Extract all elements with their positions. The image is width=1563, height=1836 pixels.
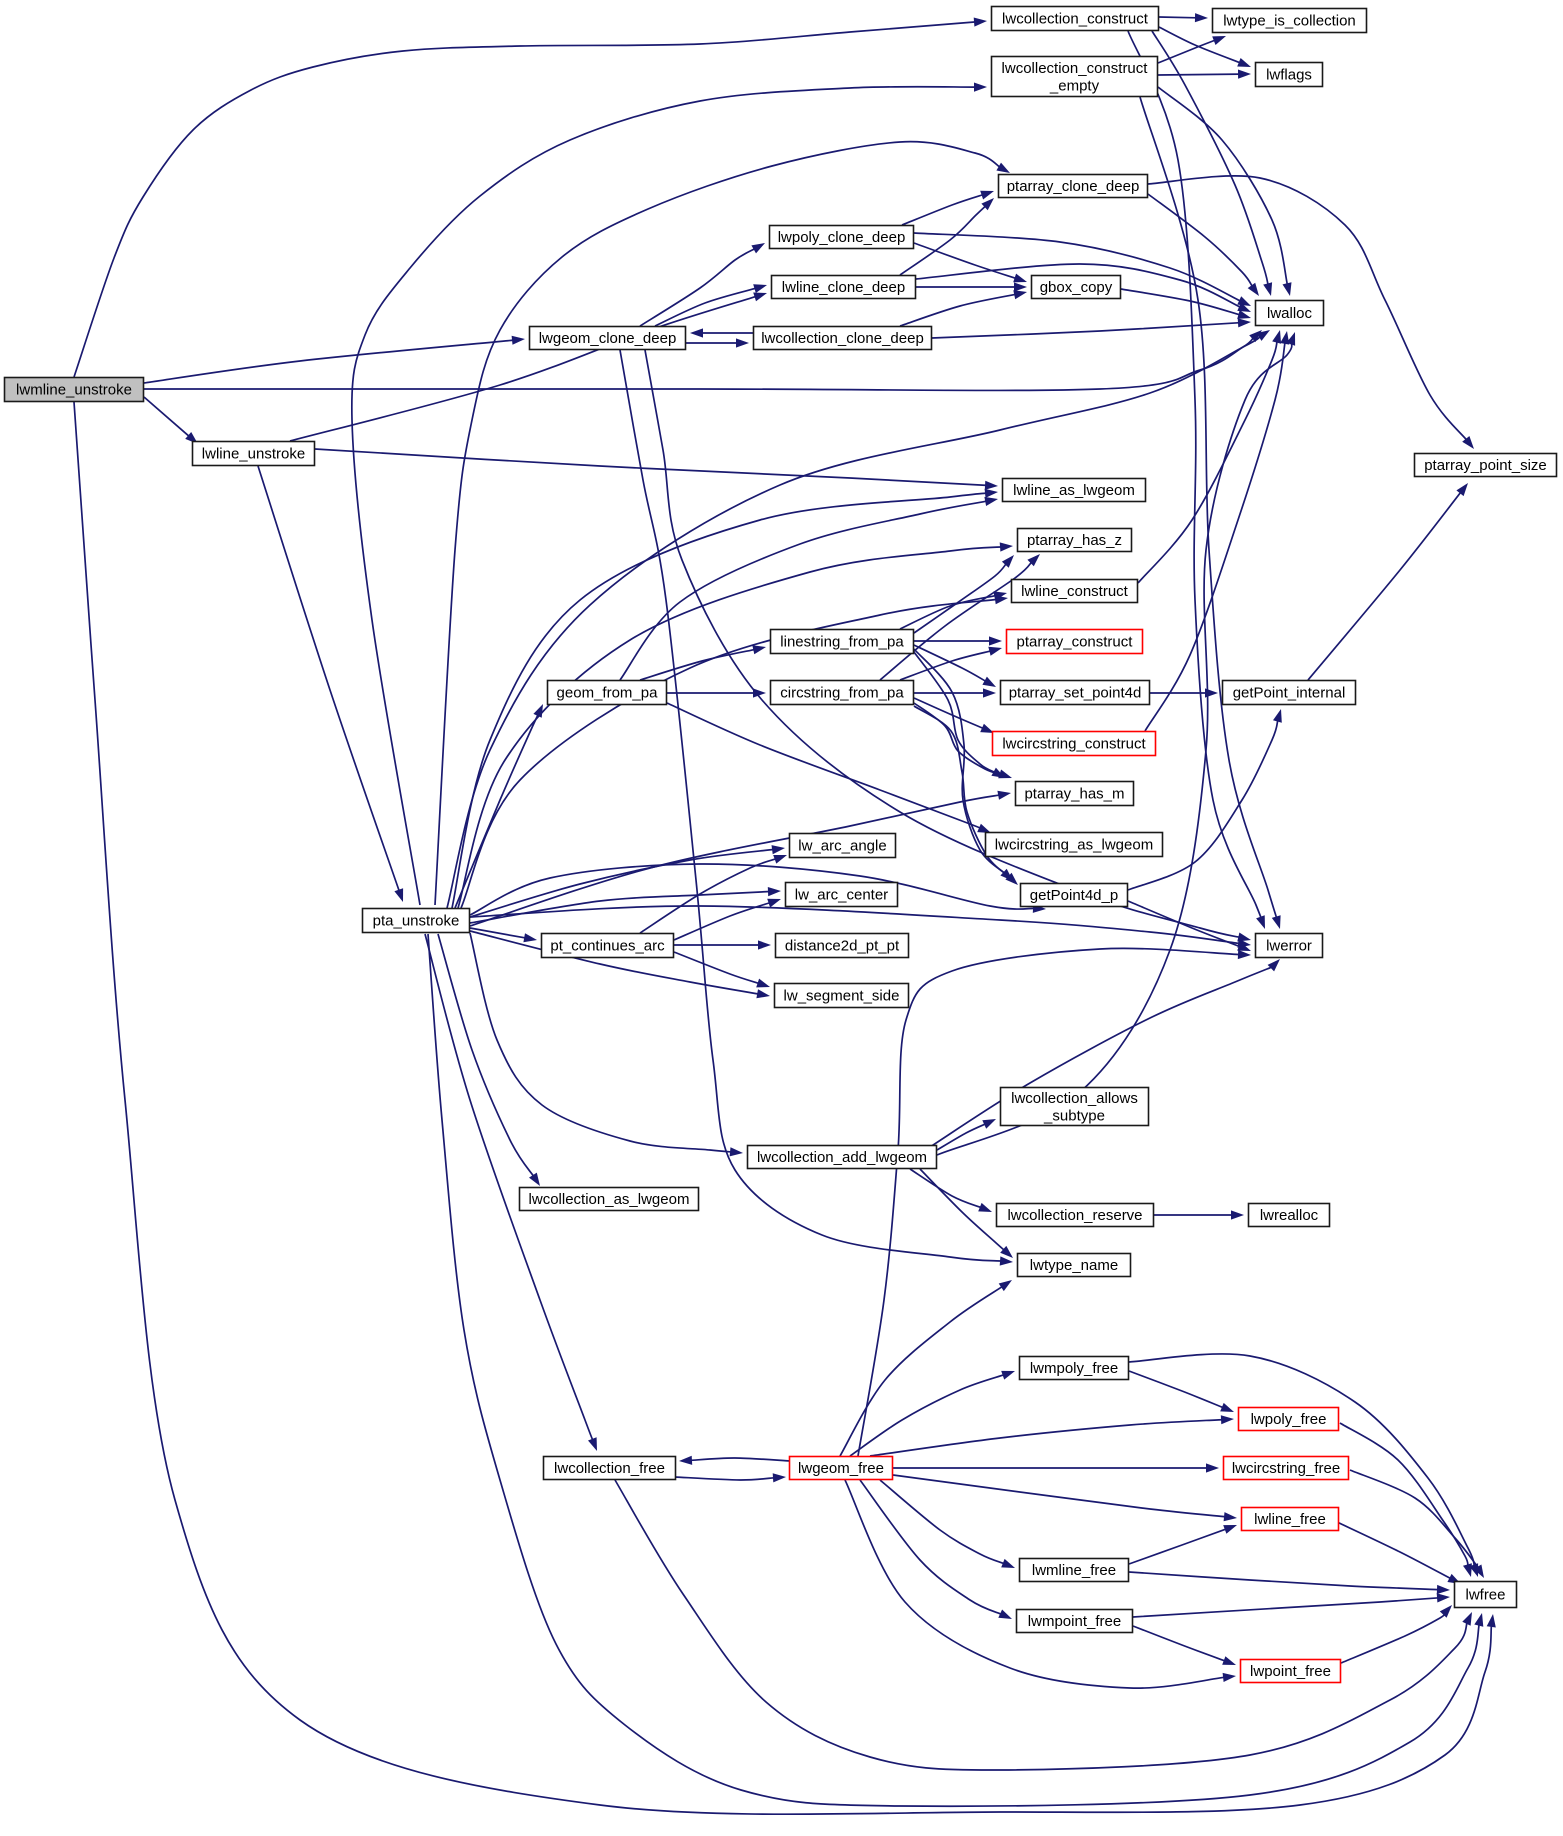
svg-text:lwgeom_free: lwgeom_free — [798, 1460, 884, 1477]
svg-text:lwcircstring_free: lwcircstring_free — [1232, 1460, 1340, 1477]
svg-text:lwerror: lwerror — [1266, 938, 1312, 955]
svg-text:ptarray_has_m: ptarray_has_m — [1024, 786, 1124, 803]
svg-text:lwcollection_free: lwcollection_free — [554, 1460, 665, 1477]
svg-text:gbox_copy: gbox_copy — [1040, 279, 1113, 296]
svg-text:_empty: _empty — [1049, 78, 1100, 95]
svg-text:lwtype_name: lwtype_name — [1030, 1257, 1118, 1274]
svg-text:lwline_free: lwline_free — [1254, 1511, 1326, 1528]
svg-text:lwcollection_reserve: lwcollection_reserve — [1007, 1207, 1142, 1224]
svg-text:lwcollection_as_lwgeom: lwcollection_as_lwgeom — [529, 1191, 690, 1208]
svg-text:ptarray_has_z: ptarray_has_z — [1027, 532, 1122, 549]
svg-text:distance2d_pt_pt: distance2d_pt_pt — [785, 938, 900, 955]
svg-text:lwcircstring_as_lwgeom: lwcircstring_as_lwgeom — [995, 837, 1153, 854]
svg-text:pta_unstroke: pta_unstroke — [373, 913, 460, 930]
svg-text:lw_arc_center: lw_arc_center — [795, 887, 888, 904]
svg-text:lw_arc_angle: lw_arc_angle — [798, 838, 886, 855]
svg-text:_subtype: _subtype — [1043, 1108, 1105, 1125]
svg-text:getPoint4d_p: getPoint4d_p — [1030, 887, 1118, 904]
svg-text:ptarray_point_size: ptarray_point_size — [1424, 457, 1547, 474]
svg-text:lwcollection_construct: lwcollection_construct — [1002, 11, 1149, 28]
svg-text:ptarray_clone_deep: ptarray_clone_deep — [1007, 178, 1140, 195]
svg-text:lwflags: lwflags — [1266, 67, 1312, 84]
svg-text:lwtype_is_collection: lwtype_is_collection — [1223, 13, 1356, 30]
svg-text:lwmpoint_free: lwmpoint_free — [1028, 1613, 1121, 1630]
svg-text:geom_from_pa: geom_from_pa — [557, 685, 659, 702]
svg-text:lwpoly_free: lwpoly_free — [1251, 1411, 1327, 1428]
svg-text:lwgeom_clone_deep: lwgeom_clone_deep — [539, 330, 677, 347]
svg-text:circstring_from_pa: circstring_from_pa — [780, 685, 904, 702]
svg-text:lwline_as_lwgeom: lwline_as_lwgeom — [1013, 482, 1135, 499]
svg-text:lwmpoly_free: lwmpoly_free — [1030, 1360, 1118, 1377]
svg-text:linestring_from_pa: linestring_from_pa — [780, 634, 904, 651]
svg-text:pt_continues_arc: pt_continues_arc — [550, 938, 665, 955]
svg-text:lwcollection_construct: lwcollection_construct — [1002, 60, 1149, 77]
svg-text:getPoint_internal: getPoint_internal — [1233, 685, 1346, 702]
svg-text:lwcollection_add_lwgeom: lwcollection_add_lwgeom — [757, 1149, 927, 1166]
svg-text:lwalloc: lwalloc — [1267, 305, 1313, 322]
svg-text:ptarray_set_point4d: ptarray_set_point4d — [1009, 685, 1142, 702]
svg-text:lwcollection_clone_deep: lwcollection_clone_deep — [761, 330, 924, 347]
svg-text:ptarray_construct: ptarray_construct — [1017, 634, 1134, 651]
svg-text:lwrealloc: lwrealloc — [1260, 1207, 1319, 1224]
svg-text:lwpoint_free: lwpoint_free — [1250, 1663, 1331, 1680]
svg-text:lwcollection_allows: lwcollection_allows — [1011, 1090, 1138, 1107]
svg-text:lwmline_free: lwmline_free — [1032, 1562, 1116, 1579]
svg-text:lw_segment_side: lw_segment_side — [784, 988, 900, 1005]
svg-text:lwline_unstroke: lwline_unstroke — [202, 446, 305, 463]
svg-text:lwfree: lwfree — [1465, 1587, 1505, 1604]
svg-text:lwline_construct: lwline_construct — [1021, 583, 1129, 600]
svg-text:lwline_clone_deep: lwline_clone_deep — [782, 279, 905, 296]
svg-text:lwcircstring_construct: lwcircstring_construct — [1002, 736, 1146, 753]
svg-text:lwmline_unstroke: lwmline_unstroke — [16, 382, 132, 399]
svg-text:lwpoly_clone_deep: lwpoly_clone_deep — [778, 229, 906, 246]
